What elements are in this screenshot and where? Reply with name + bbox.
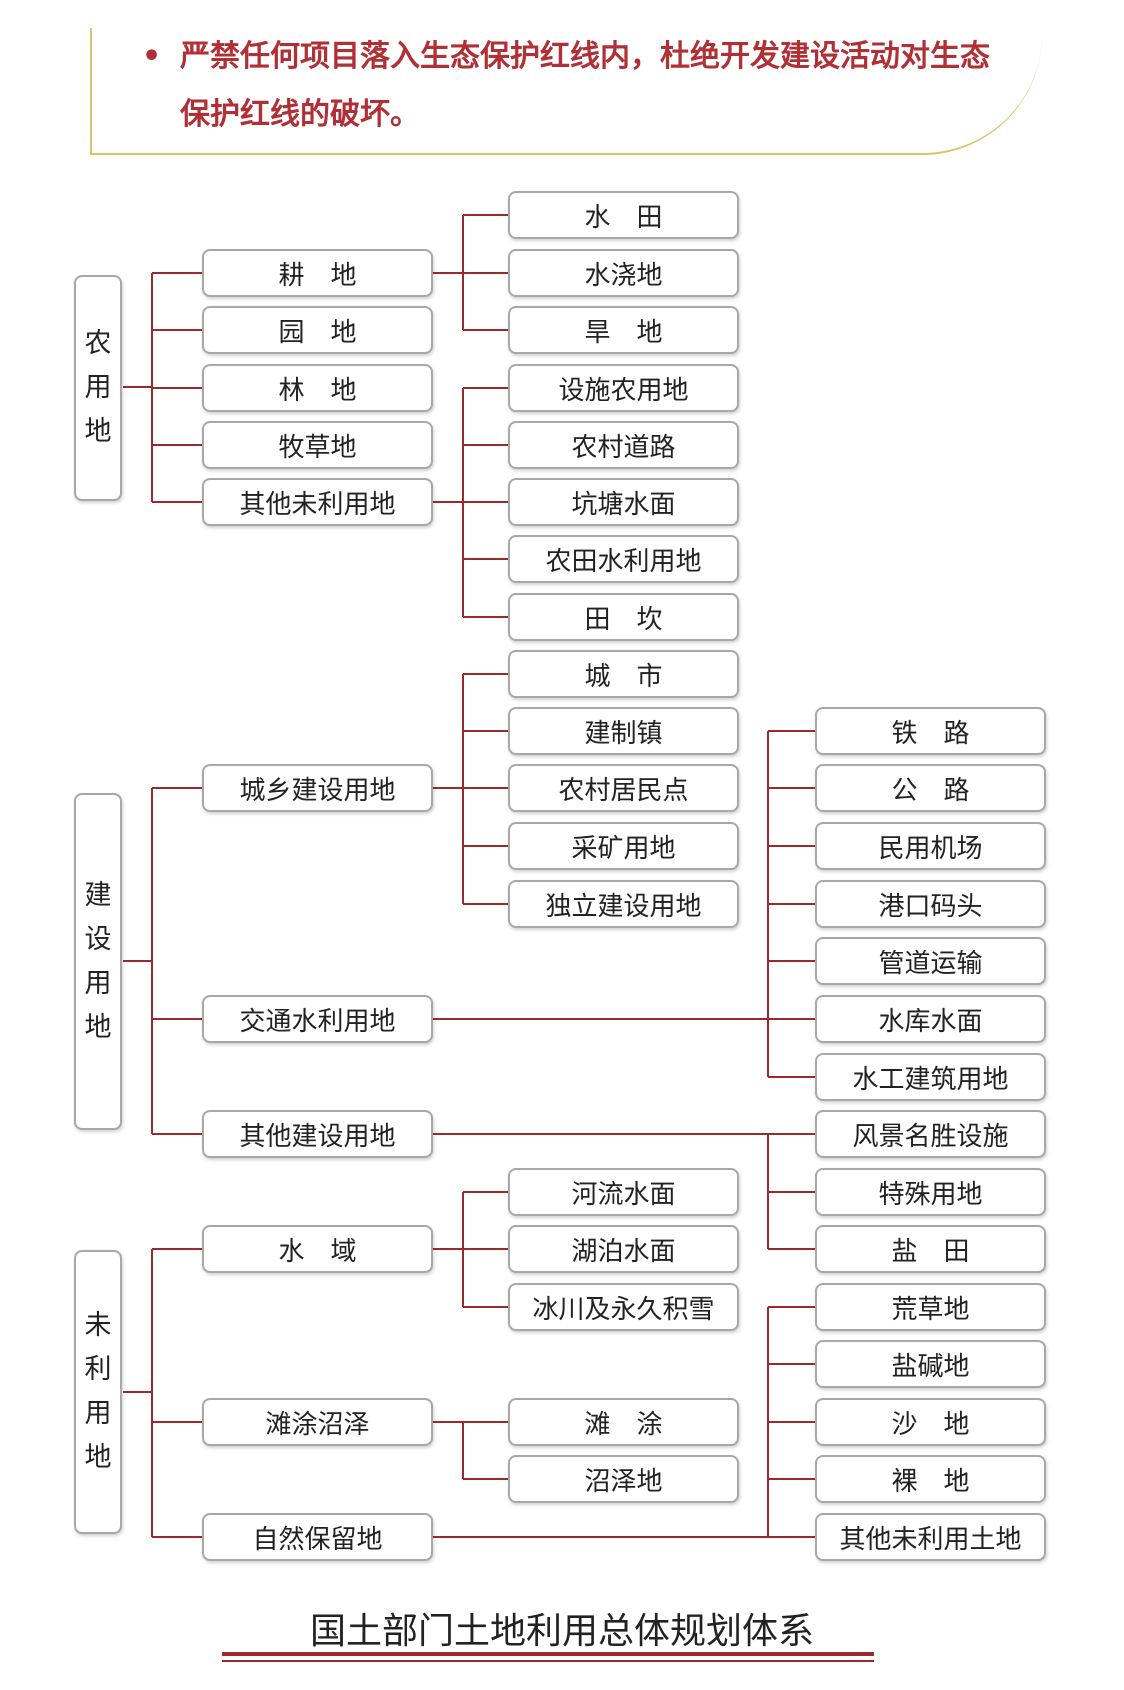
node-tantu: 滩 涂 — [508, 1398, 739, 1446]
node-handi: 旱 地 — [508, 306, 739, 354]
node-mucaodi: 牧草地 — [202, 421, 433, 469]
node-guandao-yunshu: 管道运输 — [815, 937, 1046, 985]
node-luodi: 裸 地 — [815, 1455, 1046, 1503]
node-teshu-yongdi: 特殊用地 — [815, 1168, 1046, 1216]
node-gonglu: 公 路 — [815, 764, 1046, 812]
category-agricultural-land: 农用地 — [74, 275, 122, 501]
node-nongtian-shuili: 农田水利用地 — [508, 535, 739, 583]
node-lindi: 林 地 — [202, 364, 433, 412]
title-underline-thin — [222, 1660, 874, 1662]
node-shuiku-shuimian: 水库水面 — [815, 995, 1046, 1043]
node-fengjing-mingsheng: 风景名胜设施 — [815, 1110, 1046, 1158]
node-jianzhizhen: 建制镇 — [508, 707, 739, 755]
title-underline — [222, 1652, 874, 1656]
node-ziran-baoliu: 自然保留地 — [202, 1513, 433, 1561]
node-yantian: 盐 田 — [815, 1225, 1046, 1273]
node-qita-weiliyong-tudi: 其他未利用土地 — [815, 1513, 1046, 1561]
node-shuiyu: 水 域 — [202, 1225, 433, 1273]
node-caikuang: 采矿用地 — [508, 822, 739, 870]
node-chengshi: 城 市 — [508, 650, 739, 698]
node-sheshi-nongyongdi: 设施农用地 — [508, 364, 739, 412]
diagram-title: 国土部门土地利用总体规划体系 — [309, 1611, 814, 1652]
node-huangcaodi: 荒草地 — [815, 1283, 1046, 1331]
node-bingchuan: 冰川及永久积雪 — [508, 1283, 739, 1331]
node-tiankan: 田 坎 — [508, 593, 739, 641]
node-shuitian: 水 田 — [508, 191, 739, 239]
node-kengtang-shuimian: 坑塘水面 — [508, 478, 739, 526]
category-unused-land: 未利用地 — [74, 1250, 122, 1534]
node-duli-jianshe: 独立建设用地 — [508, 880, 739, 928]
node-shadi: 沙 地 — [815, 1398, 1046, 1446]
node-shuijiaodi: 水浇地 — [508, 249, 739, 297]
node-jiaotong-shuili: 交通水利用地 — [202, 995, 433, 1043]
node-shuigong-jianzhu: 水工建筑用地 — [815, 1053, 1046, 1101]
node-nongcun-daolu: 农村道路 — [508, 421, 739, 469]
node-gangkou-matou: 港口码头 — [815, 880, 1046, 928]
node-qita-jianshe: 其他建设用地 — [202, 1110, 433, 1158]
node-qita-weiliyongdi: 其他未利用地 — [202, 478, 433, 526]
category-construction-land: 建设用地 — [74, 793, 122, 1130]
node-yanjiandi: 盐碱地 — [815, 1340, 1046, 1388]
node-nongcun-jumindian: 农村居民点 — [508, 764, 739, 812]
node-tantu-zhaoze: 滩涂沼泽 — [202, 1398, 433, 1446]
node-hubo-shuimian: 湖泊水面 — [508, 1225, 739, 1273]
node-gengdi: 耕 地 — [202, 249, 433, 297]
banner-bullet: • — [142, 39, 162, 74]
node-heliu-shuimian: 河流水面 — [508, 1168, 739, 1216]
banner-text: 严禁任何项目落入生态保护红线内，杜绝开发建设活动对生态保护红线的破坏。 — [180, 39, 990, 132]
node-tielu: 铁 路 — [815, 707, 1046, 755]
node-zhaozedi: 沼泽地 — [508, 1455, 739, 1503]
node-yuandi: 园 地 — [202, 306, 433, 354]
banner-frame — [90, 28, 1042, 155]
node-chengxiang-jianshe: 城乡建设用地 — [202, 764, 433, 812]
node-minyong-jichang: 民用机场 — [815, 822, 1046, 870]
